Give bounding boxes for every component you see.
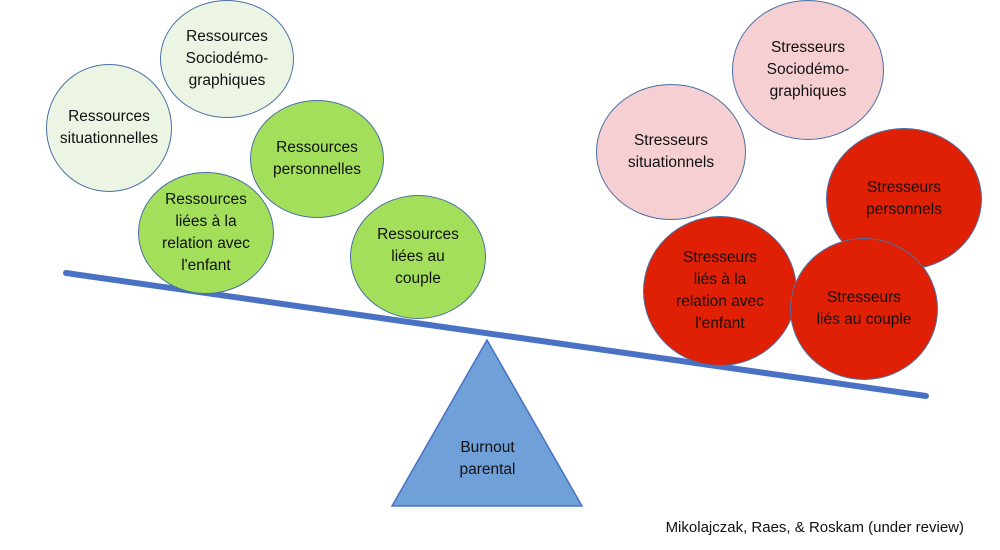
label-stresseurs-personnels: Stresseurs personnels xyxy=(866,179,942,218)
label-ressources-relation-enfant: Ressources liées à la relation avec l'en… xyxy=(162,191,250,274)
circle-stresseurs-couple: Stresseurs liés au couple xyxy=(790,238,938,380)
circle-ressources-situationnelles: Ressources situationnelles xyxy=(46,64,172,192)
circle-ressources-relation-enfant: Ressources liées à la relation avec l'en… xyxy=(138,172,274,294)
label-stresseurs-relation-enfant: Stresseurs liés à la relation avec l'enf… xyxy=(676,249,764,332)
label-stresseurs-situationnels: Stresseurs situationnels xyxy=(627,132,715,171)
circle-ressources-couple: Ressources liées au couple xyxy=(350,195,486,319)
circle-stresseurs-relation-enfant: Stresseurs liés à la relation avec l'enf… xyxy=(643,216,797,366)
fulcrum-triangle xyxy=(390,338,584,507)
label-ressources-situationnelles: Ressources situationnelles xyxy=(59,108,159,147)
label-ressources-sociodemographiques: Ressources Sociodémo- graphiques xyxy=(185,28,269,89)
label-ressources-couple: Ressources liées au couple xyxy=(377,226,459,287)
circle-stresseurs-situationnels: Stresseurs situationnels xyxy=(596,84,746,220)
circle-stresseurs-sociodemographiques: Stresseurs Sociodémo- graphiques xyxy=(732,0,884,140)
circle-ressources-personnelles: Ressources personnelles xyxy=(250,100,384,218)
fulcrum-label: Burnout parental xyxy=(459,439,516,478)
label-stresseurs-couple: Stresseurs liés au couple xyxy=(816,289,912,328)
label-ressources-personnelles: Ressources personnelles xyxy=(273,139,361,178)
label-stresseurs-sociodemographiques: Stresseurs Sociodémo- graphiques xyxy=(766,39,850,100)
citation: Mikolajczak, Raes, & Roskam (under revie… xyxy=(665,519,964,536)
circle-ressources-sociodemographiques: Ressources Sociodémo- graphiques xyxy=(160,0,294,118)
